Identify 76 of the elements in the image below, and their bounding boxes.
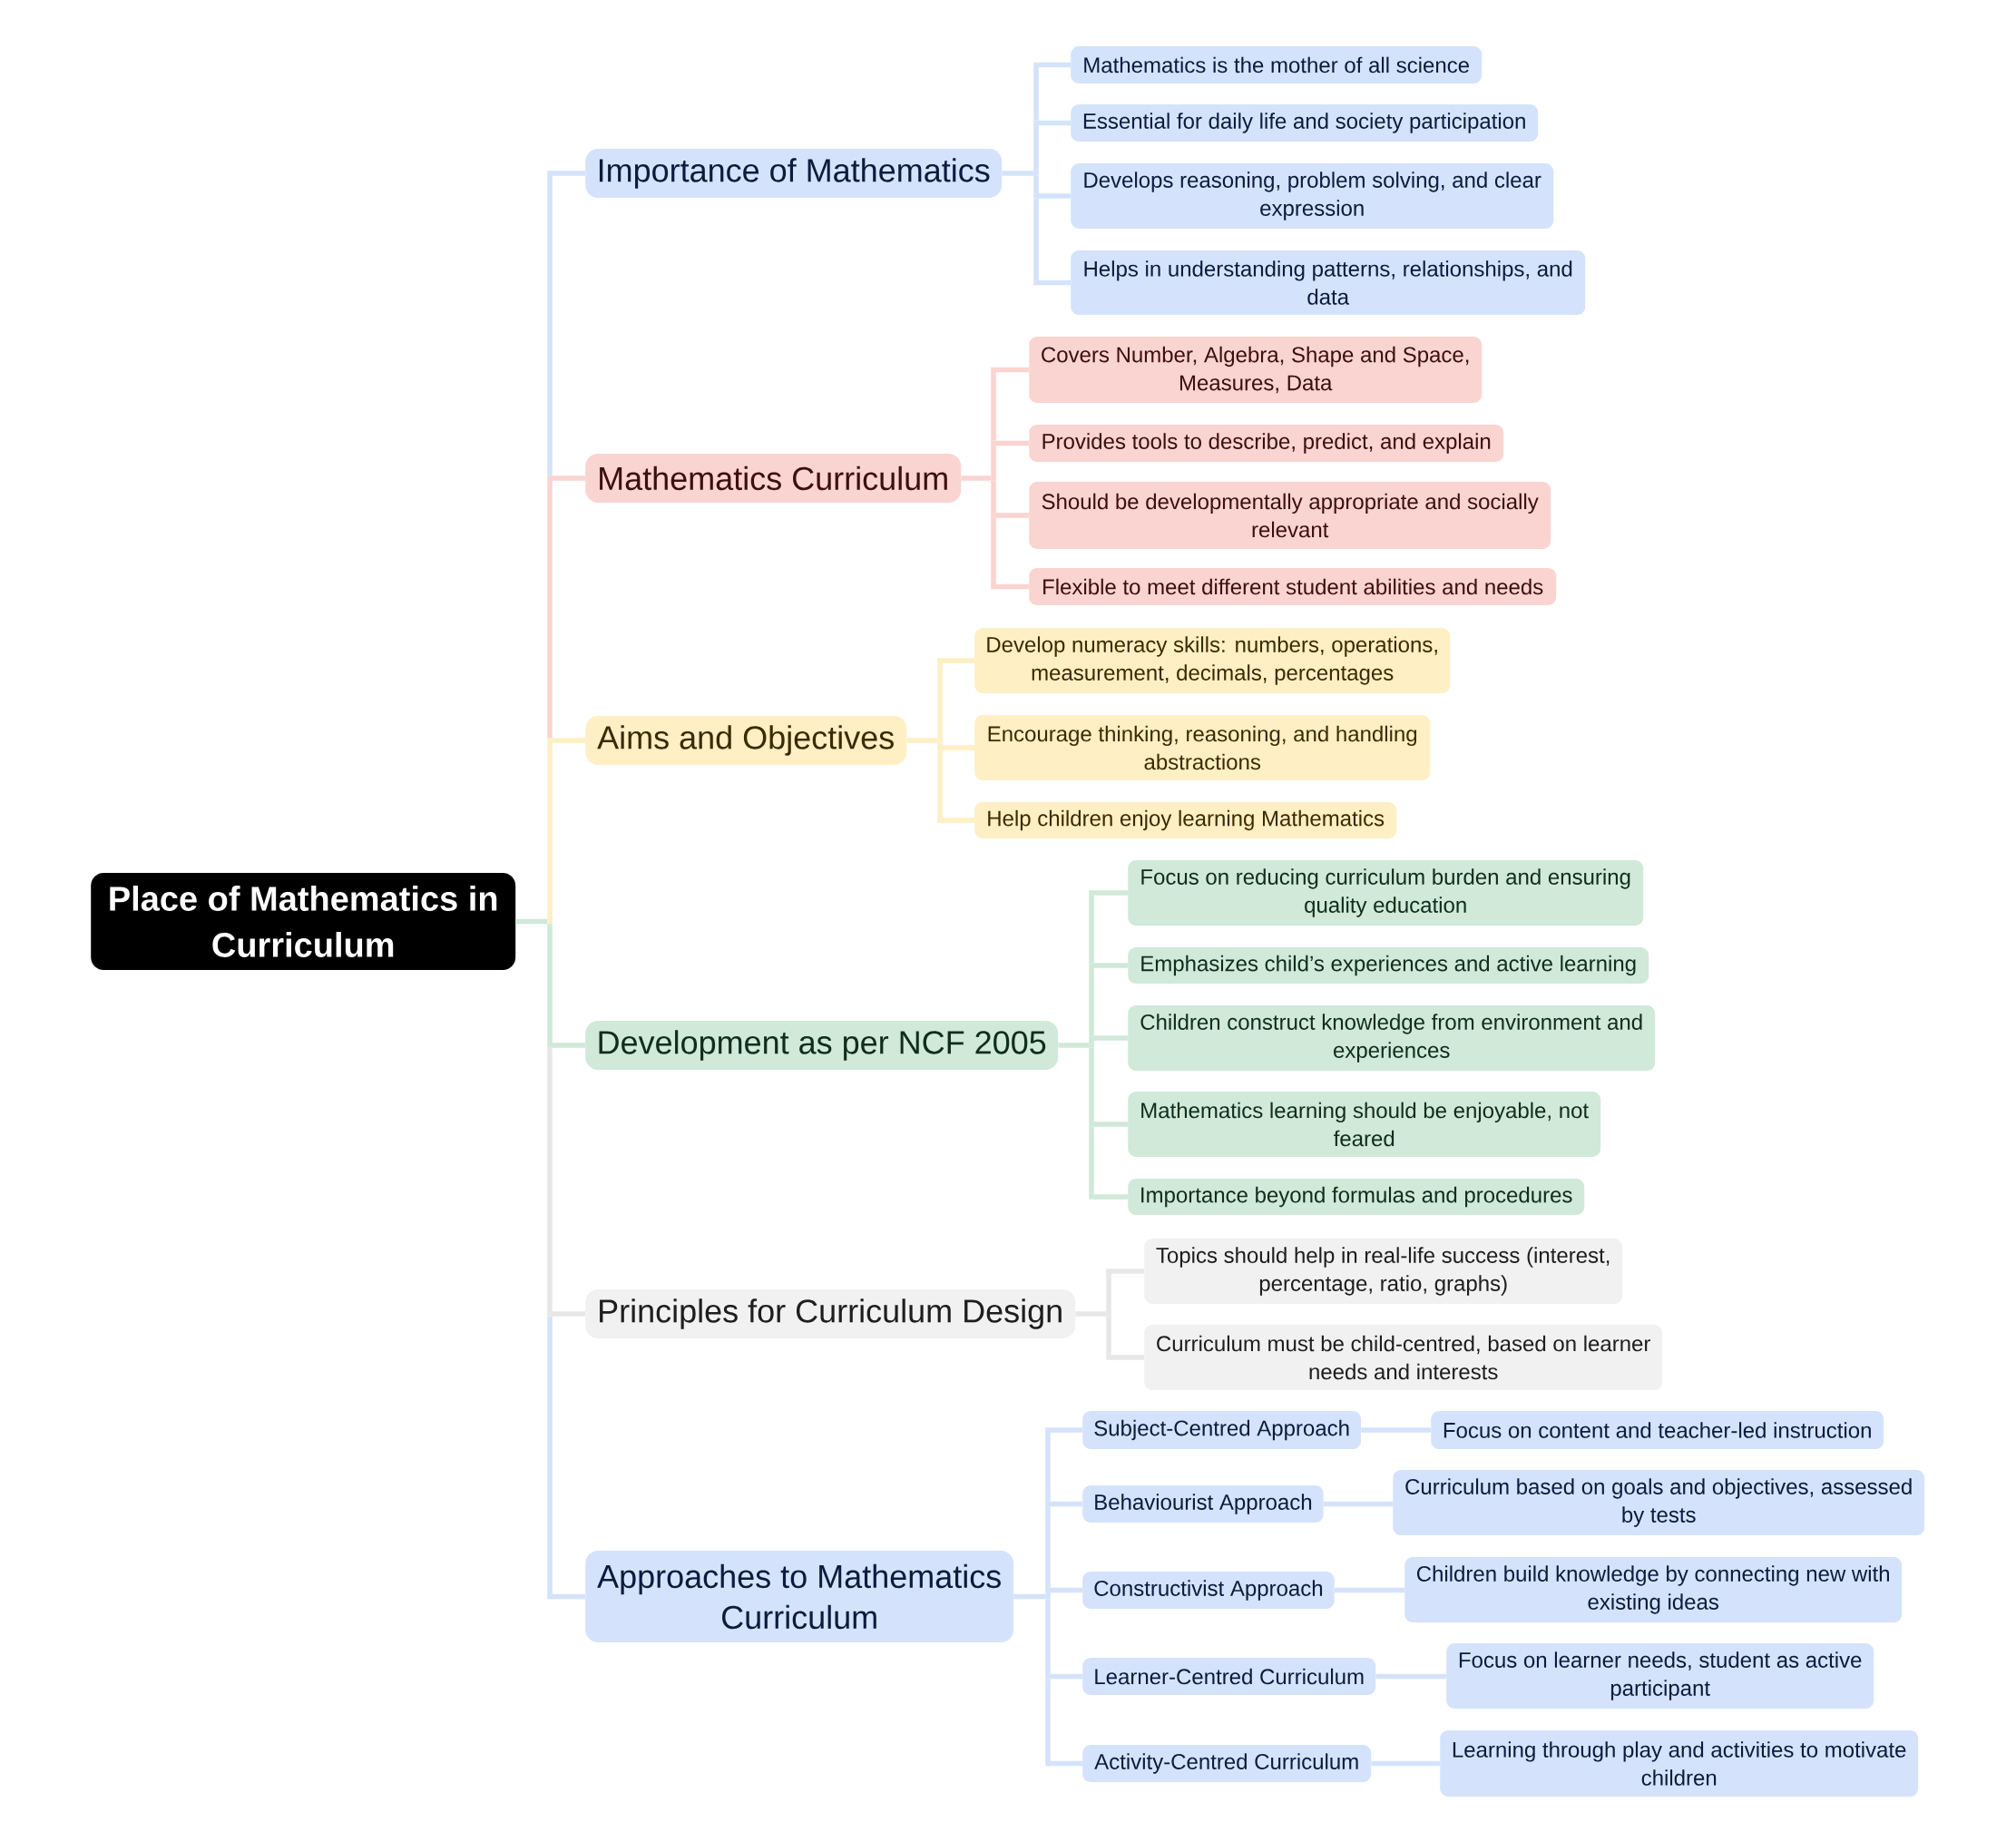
connector-line [547, 475, 585, 739]
connector-line [991, 517, 1029, 590]
subtopic-box: Activity-Centred Curriculum [1082, 1745, 1372, 1782]
connector-line [1089, 890, 1128, 964]
connector-line [547, 924, 585, 1048]
branch-box: Importance of Mathematics [585, 149, 1003, 198]
connector-line [1058, 1043, 1090, 1048]
connector-line [1089, 1047, 1128, 1127]
leaf-box: Emphasizes child’s experiences and active learning [1128, 947, 1649, 984]
connector-line [1033, 198, 1071, 286]
leaf-box: Develops reasoning, problem solving, and clear expression [1071, 163, 1554, 229]
leaf-box: Curriculum based on goals and objectives, assessed by tests [1393, 1470, 1925, 1535]
leaf-box: Learning through play and activities to motivate children [1440, 1730, 1919, 1797]
connector-line [1106, 1316, 1144, 1360]
branch-box: Approaches to Mathematics Curriculum [585, 1551, 1014, 1642]
branch-box: Development as per NCF 2005 [585, 1021, 1059, 1070]
connector-line [1033, 62, 1071, 121]
connector-line [1002, 171, 1034, 176]
leaf-box: Help children enjoy learning Mathematics [974, 802, 1397, 838]
leaf-box: Provides tools to describe, predict, and explain [1029, 425, 1504, 462]
connector-line [1334, 1587, 1404, 1593]
connector-line [1106, 1269, 1144, 1317]
leaf-box: Develop numeracy skills: numbers, operations, measurement, decimals, percentages [974, 628, 1451, 693]
leaf-box: Essential for daily life and society participation [1071, 104, 1539, 142]
connector-line [1323, 1501, 1393, 1507]
connector-line [1089, 1035, 1128, 1048]
connector-line [991, 440, 1029, 481]
subtopic-box: Behaviourist Approach [1082, 1485, 1324, 1523]
leaf-box: Focus on learner needs, student as active participant [1446, 1643, 1874, 1709]
connector-line [515, 918, 548, 925]
connector-line [1045, 1587, 1082, 1600]
leaf-box: Flexible to meet different student abilities and needs [1029, 568, 1557, 605]
leaf-box: Importance beyond formulas and procedures [1128, 1179, 1585, 1215]
connector-line [1361, 1427, 1431, 1433]
central-topic-box: Place of Mathematics in Curriculum [91, 873, 516, 970]
connector-line [547, 1047, 585, 1317]
leaf-box: Children construct knowledge from environment and experiences [1128, 1005, 1656, 1071]
leaf-box: Mathematics learning should be enjoyable, not feared [1128, 1092, 1601, 1157]
leaf-box: Focus on reducing curriculum burden and ensuring quality education [1128, 860, 1644, 926]
leaf-box: Covers Number, Algebra, Shape and Space, Measures, Data [1029, 337, 1483, 403]
connector-line [1033, 175, 1071, 199]
connector-line [1045, 1679, 1082, 1767]
connector-line [906, 738, 938, 743]
connector-line [1089, 1126, 1128, 1200]
leaf-box: Encourage thinking, reasoning, and handling abstractions [974, 715, 1431, 780]
connector-line [1045, 1501, 1082, 1588]
connector-line [937, 750, 974, 823]
branch-box: Mathematics Curriculum [585, 454, 962, 503]
branch-box: Principles for Curriculum Design [585, 1289, 1076, 1338]
leaf-box: Topics should help in real-life success (interest, percentage, ratio, graphs) [1144, 1239, 1623, 1304]
leaf-box: Curriculum must be child-centred, based on learner needs and interests [1144, 1325, 1663, 1390]
connector-line [1089, 963, 1128, 1036]
connector-line [1375, 1673, 1446, 1680]
leaf-box: Should be developmentally appropriate and socially relevant [1029, 482, 1551, 549]
leaf-box: Mathematics is the mother of all science [1071, 46, 1483, 83]
connector-line [547, 738, 585, 925]
connector-line [1045, 1599, 1082, 1680]
connector-line [991, 367, 1029, 441]
leaf-box: Children build knowledge by connecting new with existing ideas [1404, 1557, 1903, 1622]
connector-line [1075, 1311, 1107, 1317]
connector-line [961, 475, 992, 481]
connector-line [937, 742, 974, 750]
connector-line [1033, 120, 1071, 176]
connector-line [1045, 1427, 1082, 1502]
subtopic-box: Constructivist Approach [1082, 1572, 1335, 1609]
connector-line [991, 480, 1029, 518]
connector-line [547, 1316, 585, 1600]
branch-box: Aims and Objectives [585, 716, 907, 765]
connector-line [1371, 1760, 1440, 1767]
connector-line [547, 171, 585, 476]
leaf-box: Focus on content and teacher-led instruction [1431, 1411, 1884, 1449]
connector-line [1013, 1593, 1046, 1600]
connector-line [937, 658, 974, 743]
subtopic-box: Subject-Centred Approach [1082, 1411, 1362, 1449]
leaf-box: Helps in understanding patterns, relationships, and data [1071, 250, 1586, 315]
subtopic-box: Learner-Centred Curriculum [1082, 1658, 1376, 1695]
